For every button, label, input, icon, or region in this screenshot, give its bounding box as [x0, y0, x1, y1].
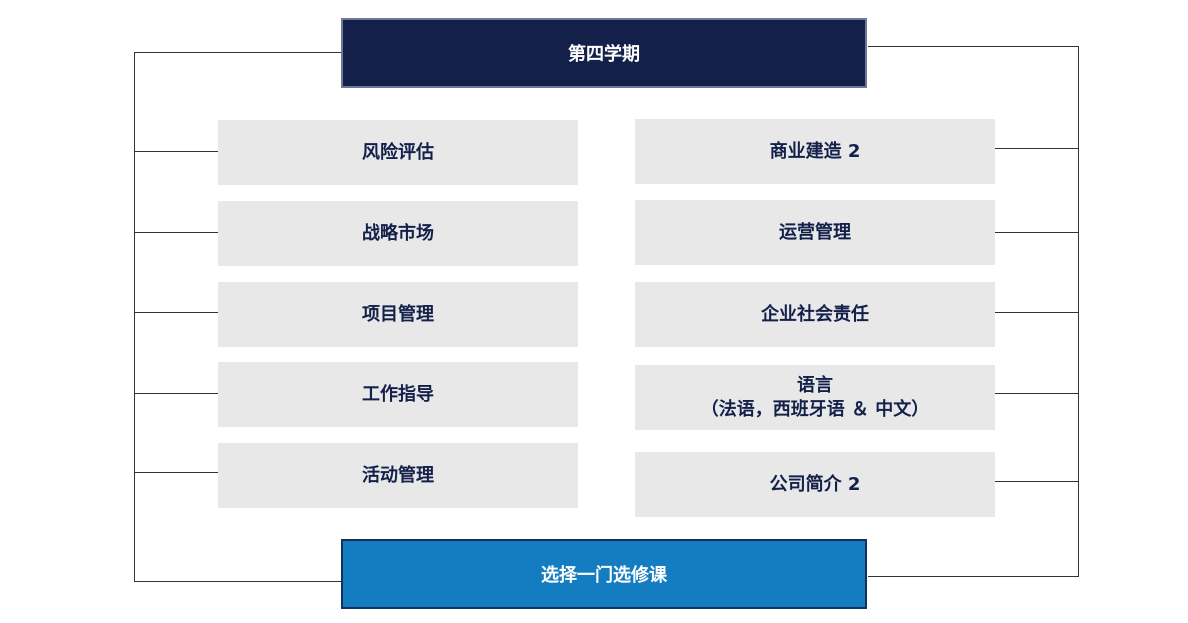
- right-connector-bottom: [868, 576, 1079, 577]
- left-connector-branch: [134, 232, 218, 233]
- course-box-work-mentoring: 工作指导: [218, 362, 578, 427]
- course-label: 活动管理: [362, 464, 434, 486]
- left-connector-branch: [134, 472, 218, 473]
- right-connector-top: [868, 46, 1079, 47]
- right-connector-vertical: [1078, 46, 1079, 577]
- course-box-csr: 企业社会责任: [635, 282, 995, 347]
- elective-label: 选择一门选修课: [541, 565, 667, 586]
- course-box-company-profile-2: 公司简介 2: [635, 452, 995, 517]
- course-label: 风险评估: [362, 141, 434, 163]
- semester-title: 第四学期: [568, 44, 640, 65]
- right-connector-branch: [995, 232, 1079, 233]
- course-label: 项目管理: [362, 303, 434, 325]
- left-connector-top: [134, 52, 342, 53]
- right-connector-branch: [995, 312, 1079, 313]
- course-label: 战略市场: [362, 222, 434, 244]
- course-box-business-building-2: 商业建造 2: [635, 119, 995, 184]
- course-label: 语言 （法语，西班牙语 ＆ 中文）: [700, 374, 930, 420]
- course-box-languages: 语言 （法语，西班牙语 ＆ 中文）: [635, 365, 995, 430]
- course-label: 工作指导: [362, 383, 434, 405]
- left-connector-branch: [134, 312, 218, 313]
- semester-title-box: 第四学期: [341, 18, 867, 88]
- course-box-operations-management: 运营管理: [635, 200, 995, 265]
- left-connector-vertical: [134, 52, 135, 582]
- left-connector-branch: [134, 151, 218, 152]
- right-connector-branch: [995, 148, 1079, 149]
- course-box-risk-assessment: 风险评估: [218, 120, 578, 185]
- course-label: 企业社会责任: [761, 303, 869, 325]
- left-connector-bottom: [134, 581, 342, 582]
- elective-box: 选择一门选修课: [341, 539, 867, 609]
- course-box-project-management: 项目管理: [218, 282, 578, 347]
- course-box-strategic-marketing: 战略市场: [218, 201, 578, 266]
- right-connector-branch: [995, 393, 1079, 394]
- course-label: 公司简介 2: [769, 473, 861, 495]
- course-label: 商业建造 2: [769, 140, 861, 162]
- left-connector-branch: [134, 393, 218, 394]
- course-label: 运营管理: [779, 221, 851, 243]
- right-connector-branch: [995, 481, 1079, 482]
- course-box-event-management: 活动管理: [218, 443, 578, 508]
